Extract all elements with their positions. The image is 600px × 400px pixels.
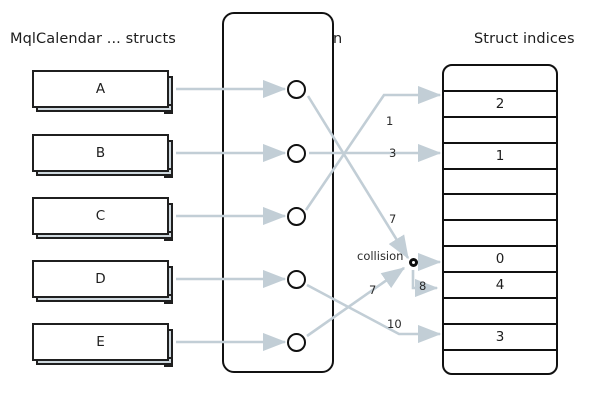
struct-box-c[interactable]: C (32, 197, 169, 235)
table-row[interactable] (444, 170, 556, 196)
collision-label: collision (357, 249, 404, 263)
hash-node-d[interactable] (287, 270, 306, 289)
hash-node-b[interactable] (287, 144, 306, 163)
hash-node-c[interactable] (287, 207, 306, 226)
edge-label-eight: 8 (419, 279, 427, 293)
table-row[interactable] (444, 118, 556, 144)
table-row[interactable]: 2 (444, 92, 556, 118)
struct-box-b[interactable]: B (32, 134, 169, 172)
edge-label-ten: 10 (387, 317, 402, 331)
column-title-struct-indices: Struct indices (474, 31, 575, 47)
struct-box-a[interactable]: A (32, 70, 169, 108)
edge-node-c-to-row-2 (304, 85, 442, 211)
table-row[interactable]: 1 (444, 144, 556, 170)
collision-marker-icon (409, 258, 418, 267)
column-title-structs: MqlCalendar ... structs (10, 31, 176, 47)
table-row[interactable]: 0 (444, 247, 556, 274)
edge-label-three: 3 (389, 146, 397, 160)
edge-label-one: 1 (386, 114, 394, 128)
edge-node-d-to-row-3 (306, 283, 442, 344)
table-row[interactable] (444, 66, 556, 92)
table-row[interactable] (444, 195, 556, 222)
table-row[interactable]: 4 (444, 273, 556, 300)
table-row[interactable] (444, 299, 556, 325)
edge-node-a-to-collision (306, 95, 410, 260)
edge-collision-to-row-4 (411, 270, 439, 298)
table-row[interactable] (444, 221, 556, 248)
struct-box-d[interactable]: D (32, 260, 169, 298)
hash-function-panel (222, 12, 334, 373)
hash-node-e[interactable] (287, 333, 306, 352)
table-row[interactable]: 3 (444, 325, 556, 351)
struct-box-e[interactable]: E (32, 323, 169, 361)
struct-indices-table: 2 1 0 4 3 (442, 64, 558, 375)
table-row[interactable] (444, 351, 556, 373)
edge-label-seven-bottom: 7 (369, 283, 377, 297)
edge-label-seven-top: 7 (389, 212, 397, 226)
hash-node-a[interactable] (287, 80, 306, 99)
edge-node-e-to-collision (306, 266, 406, 338)
